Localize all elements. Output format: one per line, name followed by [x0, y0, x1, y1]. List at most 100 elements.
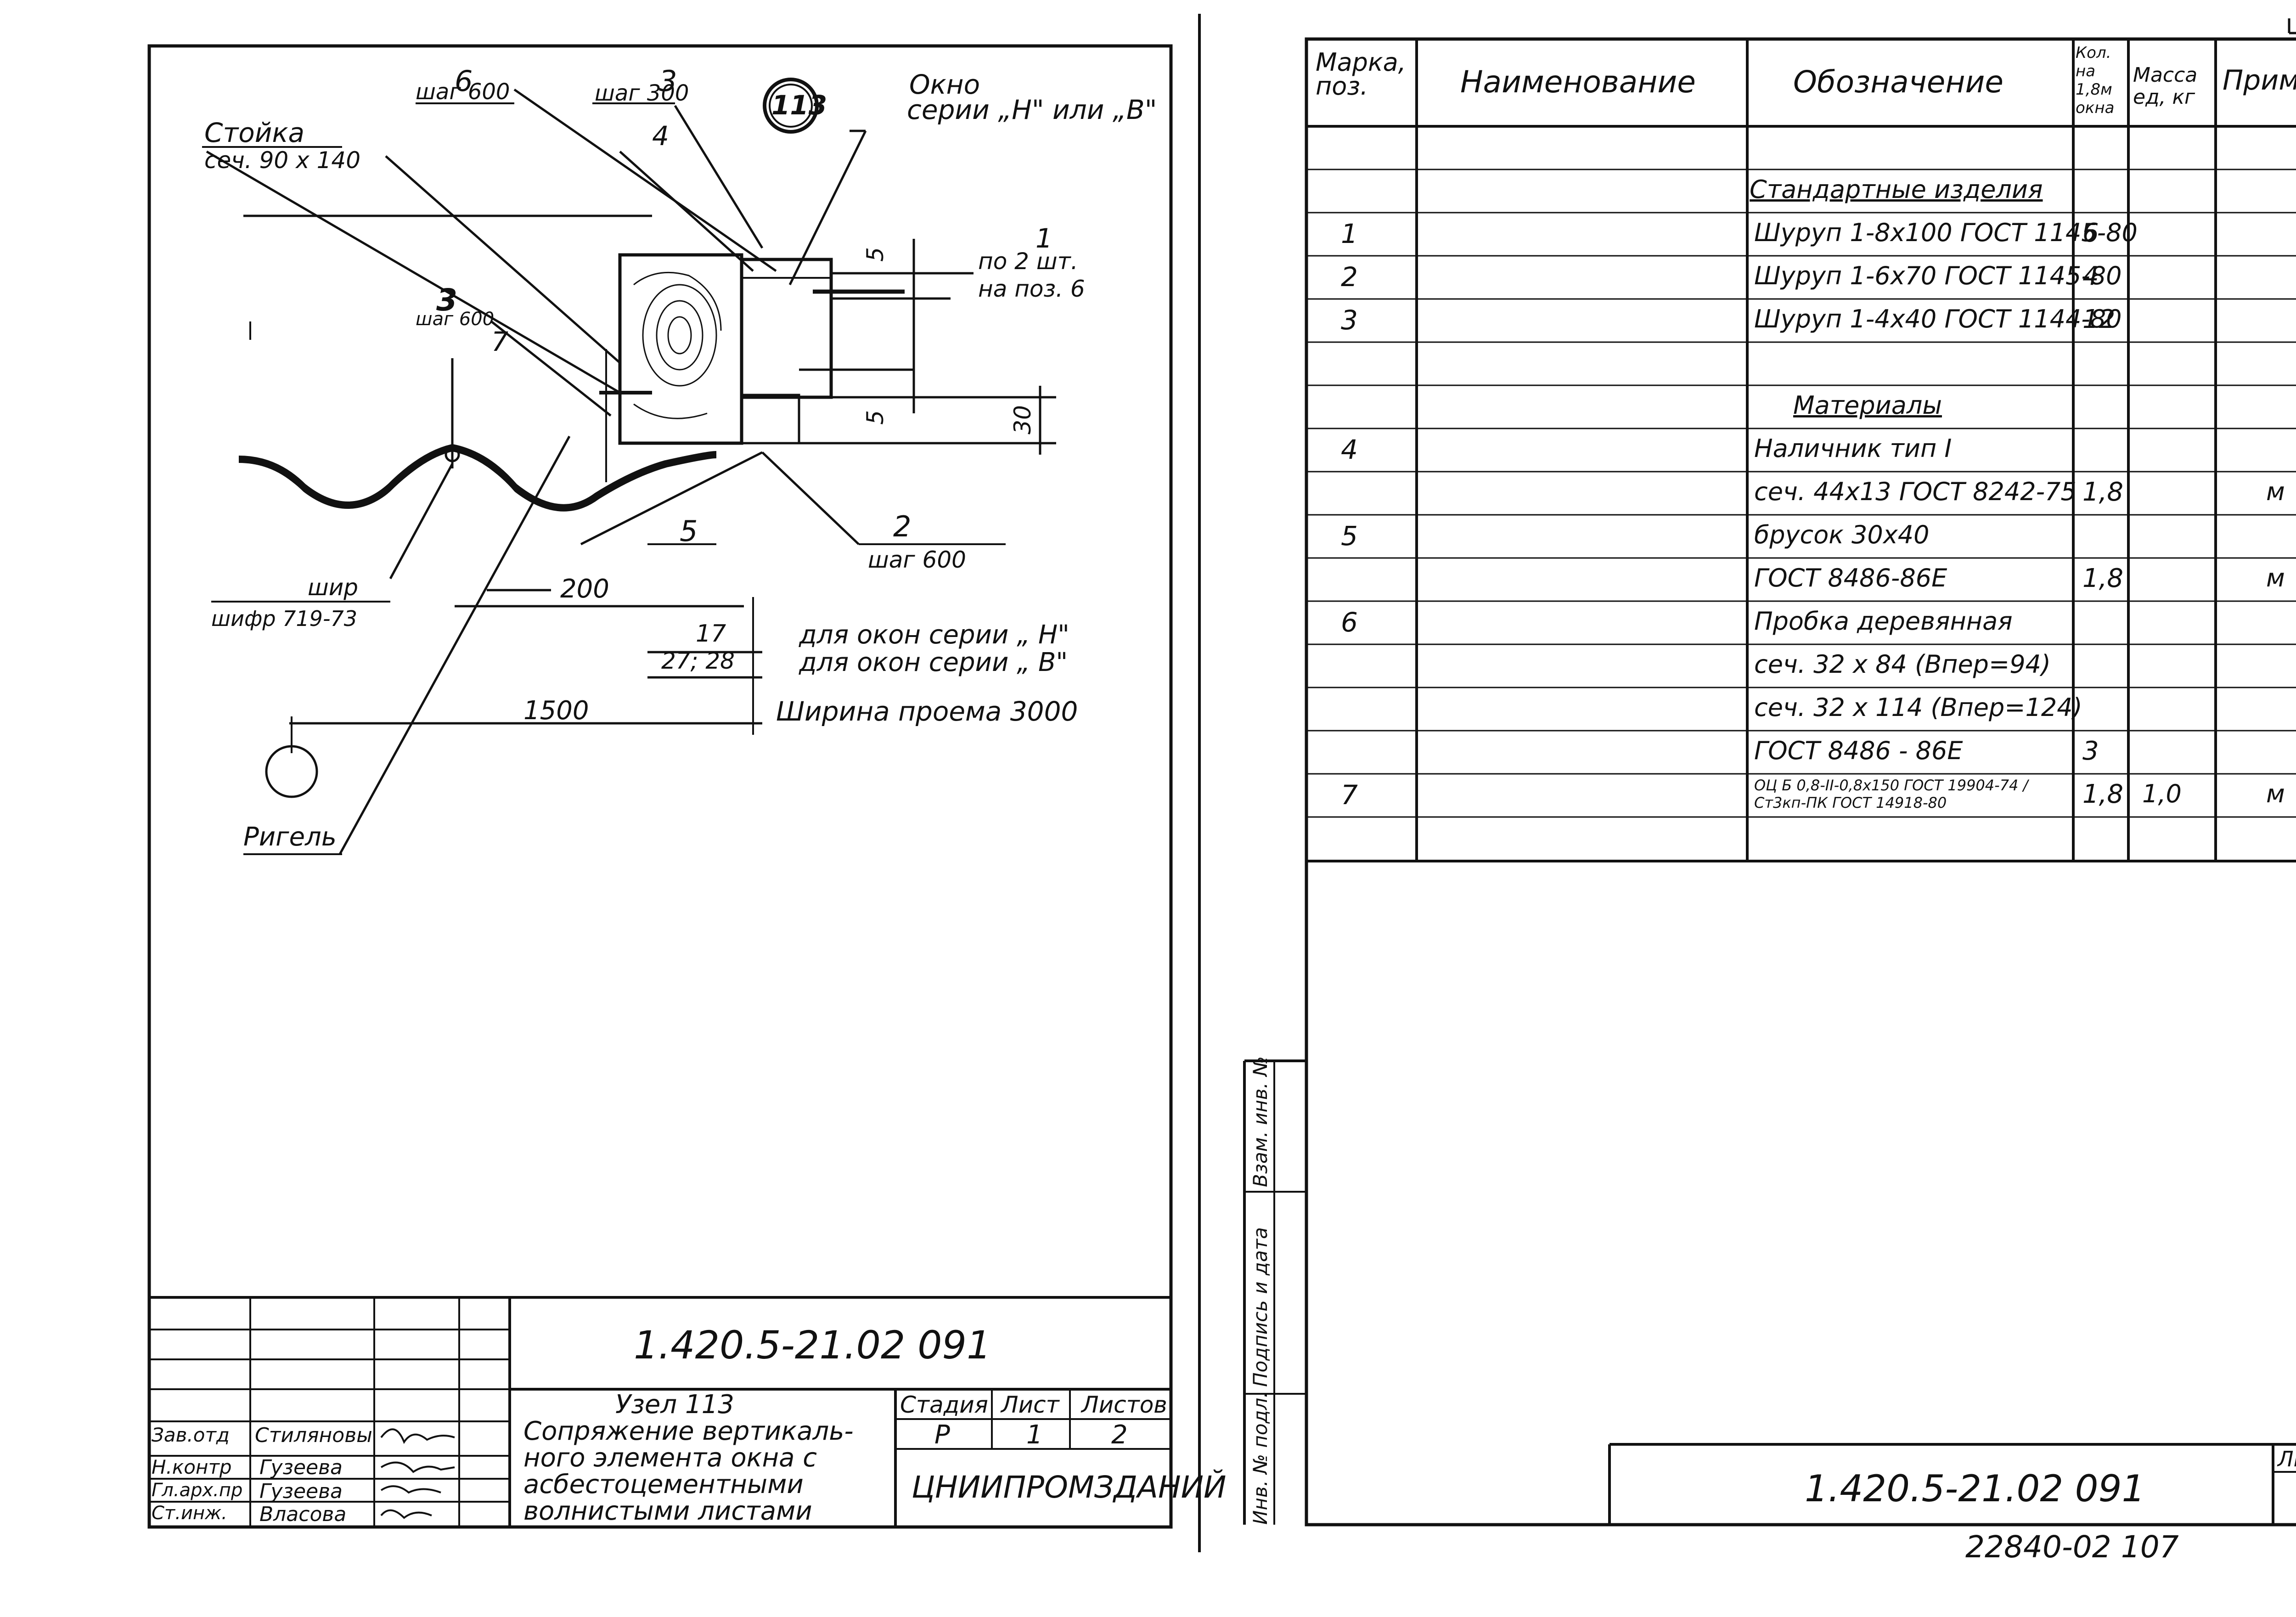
row-qty: 1,8 [2082, 477, 2124, 507]
row-designation: Шуруп 1-8х100 ГОСТ 1145-80 [1754, 218, 2138, 247]
right-doc-block [1608, 1443, 2296, 1525]
row-designation: брусок 30х40 [1754, 520, 1930, 549]
role-2: Н.контр [152, 1456, 232, 1478]
window-series: серии „Н" или „В" [907, 94, 1157, 125]
post-section: сеч. 90 х 140 [204, 147, 361, 174]
callout-3: 3 [659, 64, 677, 98]
title-line-5: волнистыми листами [523, 1496, 812, 1526]
header-name: Наименование [1460, 64, 1696, 100]
rigel-label: Ригель [243, 822, 337, 852]
side-stamp-lines [1243, 1059, 1306, 1525]
title-line-3: ного элемента окна с [523, 1443, 817, 1473]
callout-1-note-b: на поз. 6 [978, 276, 1085, 302]
callout-3b: 3 [436, 282, 457, 318]
row-designation: Шуруп 1-6х70 ГОСТ 1145-80 [1754, 261, 2122, 290]
header-qty: Кол. на 1,8м окна [2076, 44, 2115, 117]
row-mark: 1 [1341, 218, 1358, 249]
right-frame [1305, 37, 2296, 1527]
dim-17-text: для окон серии „ Н" [799, 620, 1069, 650]
callout-3-step: шаг 300 [595, 80, 689, 106]
bottom-stamp: 22840-02 107 [1965, 1529, 2179, 1565]
stage-header: Стадия [900, 1392, 988, 1418]
title-text: Узел 113 Сопряжение вертикаль- ного элем… [523, 1392, 854, 1525]
row-qty: 1,8 [2082, 779, 2124, 809]
stamp-inv-no: Инв. № подл. [1249, 1392, 1272, 1525]
stamp-replaced-inv: Взам. инв. № [1249, 1056, 1272, 1187]
sheet-type: шир [308, 574, 358, 601]
row-qty: 12 [2082, 304, 2116, 334]
callout-1-note-a: по 2 шт. [978, 248, 1078, 275]
stage-value: Р [934, 1420, 950, 1450]
title-line-2: Сопряжение вертикаль- [523, 1416, 854, 1446]
left-frame [147, 44, 1173, 1529]
row-mark: 7 [1341, 779, 1358, 811]
row-qty: 3 [2082, 736, 2099, 766]
row-mark: 3 [1341, 304, 1358, 336]
sheets-value: 2 [1111, 1420, 1128, 1450]
span-width: Ширина проема 3000 [776, 696, 1078, 727]
sheet-std: шифр 719-73 [211, 606, 358, 631]
dim-30: 30 [1009, 405, 1036, 434]
row-note: м [2266, 477, 2285, 506]
row-mark: 4 [1341, 434, 1358, 465]
doc-code: 1.420.5-21.02 091 [634, 1323, 991, 1368]
row-designation: Наличник тип I [1754, 434, 1952, 463]
sheet-header: Лист [1001, 1392, 1059, 1418]
row-note: м [2266, 779, 2285, 808]
row-designation: ГОСТ 8486-86Е [1754, 563, 1947, 592]
node-detail [202, 78, 1056, 855]
callout-6: 6 [455, 64, 473, 98]
dim-200: 200 [560, 574, 609, 604]
callout-1: 1 [1035, 223, 1052, 254]
callout-3b-step: шаг 600 [416, 309, 495, 330]
row-designation: сеч. 32 х 84 (Впер=94) [1754, 650, 2051, 679]
dim-2728: 27; 28 [661, 648, 735, 674]
role-3: Гл.арх.пр [152, 1480, 243, 1501]
right-doc-code: 1.420.5-21.02 091 [1805, 1467, 2145, 1510]
name-2: Гузеева [259, 1456, 343, 1479]
row-designation: Материалы [1793, 391, 1942, 420]
callout-7: 7 [491, 326, 508, 357]
dim-2728-text: для окон серии „ В" [799, 648, 1068, 677]
header-designation: Обозначение [1793, 64, 2003, 100]
organization: ЦНИИПРОМЗДАНИЙ [912, 1470, 1227, 1505]
sheet-value: 1 [1026, 1420, 1043, 1450]
row-qty: 1,8 [2082, 563, 2124, 593]
title-block-lines [149, 1296, 1171, 1527]
row-designation: сеч. 44х13 ГОСТ 8242-75 [1754, 477, 2077, 506]
post-label: Стойка [204, 117, 305, 148]
header-mass: Масса ед, кг [2133, 63, 2198, 109]
sheets-header: Листов [1081, 1392, 1167, 1418]
row-mark: 2 [1341, 261, 1358, 293]
node-number: 113 [771, 90, 827, 121]
title-line-4: асбестоцементными [523, 1470, 804, 1499]
row-designation: Пробка деревянная [1754, 607, 2013, 636]
row-mass: 1,0 [2142, 779, 2182, 808]
callout-2-step: шаг 600 [868, 547, 966, 573]
row-designation: ГОСТ 8486 - 86Е [1754, 736, 1963, 765]
row-qty: 4 [2082, 261, 2099, 291]
role-4: Ст.инж. [152, 1503, 227, 1524]
role-1: Зав.отд [152, 1424, 230, 1446]
name-3: Гузеева [259, 1480, 343, 1503]
row-mark: 6 [1341, 607, 1358, 638]
dim-1500: 1500 [523, 696, 589, 726]
row-mark: 5 [1341, 520, 1358, 552]
dim-5b: 5 [861, 410, 889, 425]
dim-5a: 5 [861, 247, 889, 262]
callout-2: 2 [893, 510, 912, 543]
row-designation: сеч. 32 х 114 (Впер=124) [1754, 693, 2082, 722]
name-1: Стиляновы [255, 1424, 372, 1447]
stamp-sign-date: Подпись и дата [1249, 1227, 1272, 1387]
name-4: Власова [259, 1503, 347, 1526]
dim-17: 17 [696, 620, 726, 648]
header-mark: Марка, поз. [1316, 48, 1406, 101]
row-note: м [2266, 563, 2285, 592]
row-designation: Шуруп 1-4х40 ГОСТ 1144-80 [1754, 304, 2122, 333]
header-note: Примеч. [2223, 64, 2296, 96]
row-designation: Стандартные изделия [1750, 175, 2043, 204]
callout-4: 4 [652, 120, 669, 152]
callout-6-step: шаг 600 [416, 79, 510, 105]
